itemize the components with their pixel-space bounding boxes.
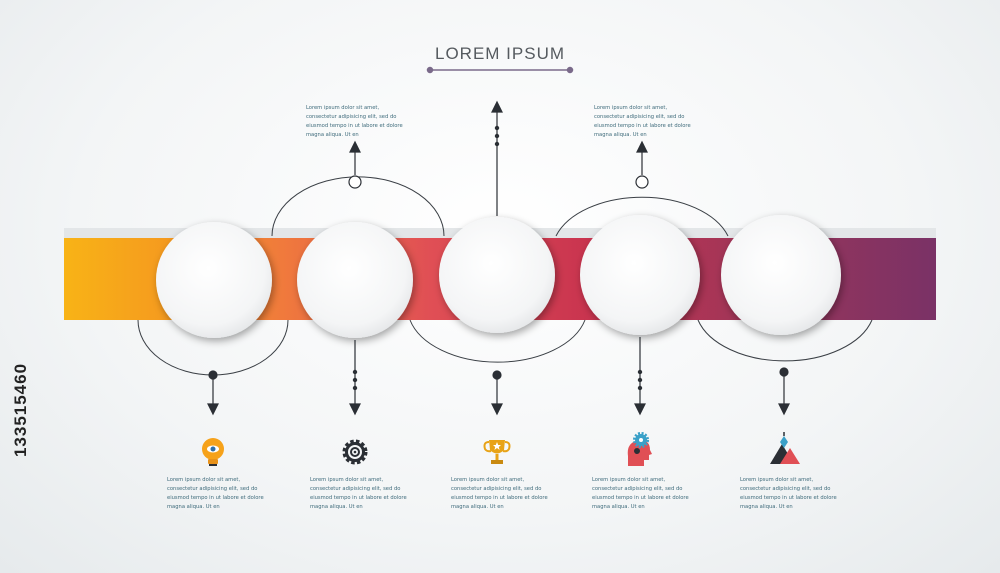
arrow-up-4-head bbox=[636, 140, 648, 153]
connector-ring-2 bbox=[348, 175, 362, 189]
trophy-icon bbox=[483, 440, 511, 464]
step-circle-5 bbox=[721, 215, 841, 335]
step-circle-4 bbox=[580, 215, 700, 335]
connector-dot-5 bbox=[779, 367, 789, 377]
page-title: LOREM IPSUM bbox=[434, 44, 566, 63]
arrow-down-5-head bbox=[778, 403, 790, 416]
head-gear-icon bbox=[627, 431, 652, 466]
dot bbox=[637, 385, 643, 391]
step-circle-2 bbox=[297, 222, 413, 338]
arc-5-bottom bbox=[697, 319, 873, 362]
gear-icon bbox=[342, 439, 368, 465]
bottom-text-3: Lorem ipsum dolor sit amet, consectetur … bbox=[451, 477, 548, 510]
dot bbox=[494, 125, 500, 131]
step-circle-1 bbox=[156, 222, 272, 338]
step-circle-3 bbox=[439, 217, 555, 333]
arrow-down-4-head bbox=[634, 403, 646, 416]
title-underline bbox=[426, 66, 574, 74]
arrow-down-3-head bbox=[491, 403, 503, 416]
bottom-text-4: Lorem ipsum dolor sit amet, consectetur … bbox=[592, 477, 689, 510]
bottom-text-2: Lorem ipsum dolor sit amet, consectetur … bbox=[310, 477, 407, 510]
dot bbox=[494, 133, 500, 139]
top-text-4: Lorem ipsum dolor sit amet, consectetur … bbox=[594, 105, 691, 138]
arc-3-bottom bbox=[409, 319, 586, 363]
arrow-up-3-head bbox=[491, 100, 503, 113]
lightbulb-eye-icon bbox=[202, 438, 224, 466]
dot bbox=[352, 369, 358, 375]
bottom-text-1: Lorem ipsum dolor sit amet, consectetur … bbox=[167, 477, 264, 510]
top-text-2: Lorem ipsum dolor sit amet, consectetur … bbox=[306, 105, 403, 138]
dot bbox=[637, 369, 643, 375]
connector-dot-3 bbox=[492, 370, 502, 380]
arc-4-top bbox=[555, 196, 729, 237]
connector-dot-1 bbox=[208, 370, 218, 380]
arrow-down-2-head bbox=[349, 403, 361, 416]
dot bbox=[352, 385, 358, 391]
bottom-text-5: Lorem ipsum dolor sit amet, consectetur … bbox=[740, 477, 837, 510]
connector-ring-4 bbox=[635, 175, 649, 189]
dot bbox=[494, 141, 500, 147]
mountain-peak-icon bbox=[770, 432, 800, 464]
stock-id-label: 133515460 bbox=[11, 362, 30, 458]
arrow-down-1-head bbox=[207, 403, 219, 416]
arrow-up-2-head bbox=[349, 140, 361, 153]
dot bbox=[352, 377, 358, 383]
dot bbox=[637, 377, 643, 383]
